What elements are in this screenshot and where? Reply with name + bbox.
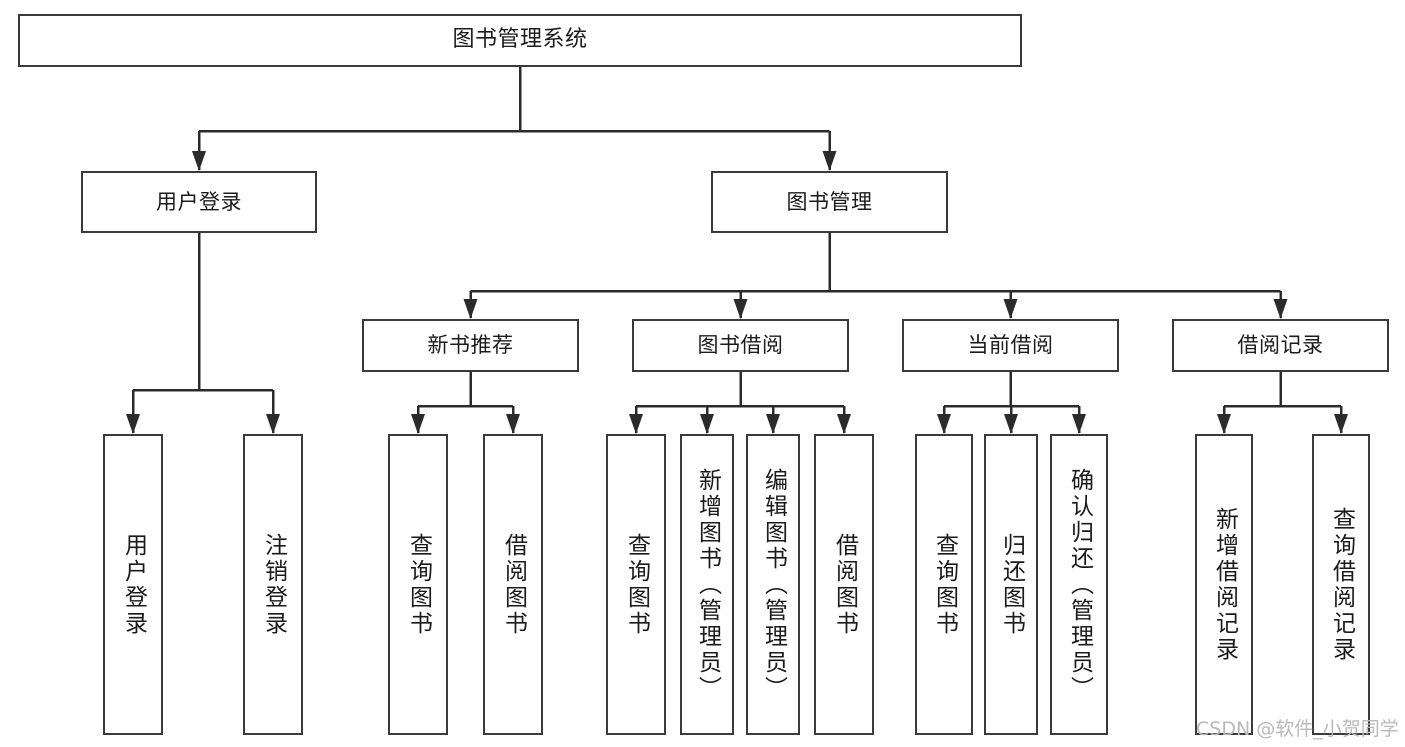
arrow-head-icon: [411, 414, 425, 434]
node-borrow-record[interactable]: 借阅记录: [1172, 319, 1389, 372]
arrow-head-icon: [822, 151, 837, 171]
node-leaf-add-record[interactable]: 新增借阅记录: [1195, 434, 1253, 735]
node-label: 图书借阅: [697, 333, 784, 358]
node-root-root[interactable]: 图书管理系统: [18, 14, 1022, 67]
arrow-head-icon: [1004, 414, 1018, 434]
node-user-login[interactable]: 用户登录: [81, 171, 317, 233]
node-leaf-query-book-3[interactable]: 查询图书: [915, 434, 973, 735]
arrow-head-icon: [192, 151, 206, 171]
arrow-head-icon: [629, 414, 643, 434]
node-leaf-query-record[interactable]: 查询借阅记录: [1312, 434, 1370, 735]
arrow-head-icon: [126, 414, 140, 434]
node-label: 借阅记录: [1237, 333, 1324, 358]
node-current-borrow[interactable]: 当前借阅: [902, 319, 1119, 372]
node-label: 当前借阅: [967, 333, 1054, 358]
node-label: 查询图书: [405, 532, 432, 637]
arrow-head-icon: [1072, 414, 1086, 434]
node-leaf-logout[interactable]: 注销登录: [243, 434, 303, 735]
node-label: 新增借阅记录: [1211, 506, 1238, 663]
arrow-head-icon: [1273, 299, 1288, 319]
node-new-book-recommend[interactable]: 新书推荐: [362, 319, 579, 372]
node-leaf-confirm-return[interactable]: 确认归还（管理员）: [1050, 434, 1108, 735]
node-label: 用户登录: [156, 189, 242, 214]
arrow-head-icon: [1003, 299, 1018, 319]
node-label: 查询借阅记录: [1328, 506, 1355, 663]
node-label: 新书推荐: [427, 333, 514, 358]
node-leaf-query-book-1[interactable]: 查询图书: [388, 434, 448, 735]
arrow-head-icon: [733, 299, 748, 319]
node-label: 借阅图书: [500, 532, 527, 637]
node-label: 借阅图书: [831, 532, 858, 637]
arrow-head-icon: [700, 414, 714, 434]
arrow-head-icon: [837, 414, 851, 434]
arrow-head-icon: [506, 414, 520, 434]
node-book-borrow[interactable]: 图书借阅: [632, 319, 849, 372]
arrow-head-icon: [266, 414, 280, 434]
arrow-head-icon: [766, 414, 780, 434]
node-leaf-edit-book[interactable]: 编辑图书（管理员）: [746, 434, 800, 735]
node-leaf-borrow-book-2[interactable]: 借阅图书: [814, 434, 874, 735]
arrow-head-icon: [1217, 414, 1231, 434]
node-leaf-return-book[interactable]: 归还图书: [984, 434, 1038, 735]
node-label: 编辑图书（管理员）: [760, 467, 787, 702]
arrow-head-icon: [463, 299, 478, 319]
node-label: 查询图书: [623, 532, 650, 637]
node-book-manage[interactable]: 图书管理: [711, 171, 948, 233]
node-label: 图书管理系统: [452, 27, 588, 53]
node-leaf-user-login[interactable]: 用户登录: [103, 434, 163, 735]
node-leaf-add-book[interactable]: 新增图书（管理员）: [680, 434, 734, 735]
node-label: 图书管理: [786, 189, 873, 214]
arrow-head-icon: [1334, 414, 1348, 434]
node-leaf-borrow-book-1[interactable]: 借阅图书: [483, 434, 543, 735]
arrow-head-icon: [937, 414, 951, 434]
node-label: 确认归还（管理员）: [1066, 467, 1093, 702]
node-label: 查询图书: [931, 532, 958, 637]
node-leaf-query-book-2[interactable]: 查询图书: [606, 434, 666, 735]
node-label: 归还图书: [998, 532, 1025, 637]
node-label: 新增图书（管理员）: [694, 467, 721, 702]
node-label: 注销登录: [260, 532, 287, 637]
node-label: 用户登录: [120, 532, 147, 637]
